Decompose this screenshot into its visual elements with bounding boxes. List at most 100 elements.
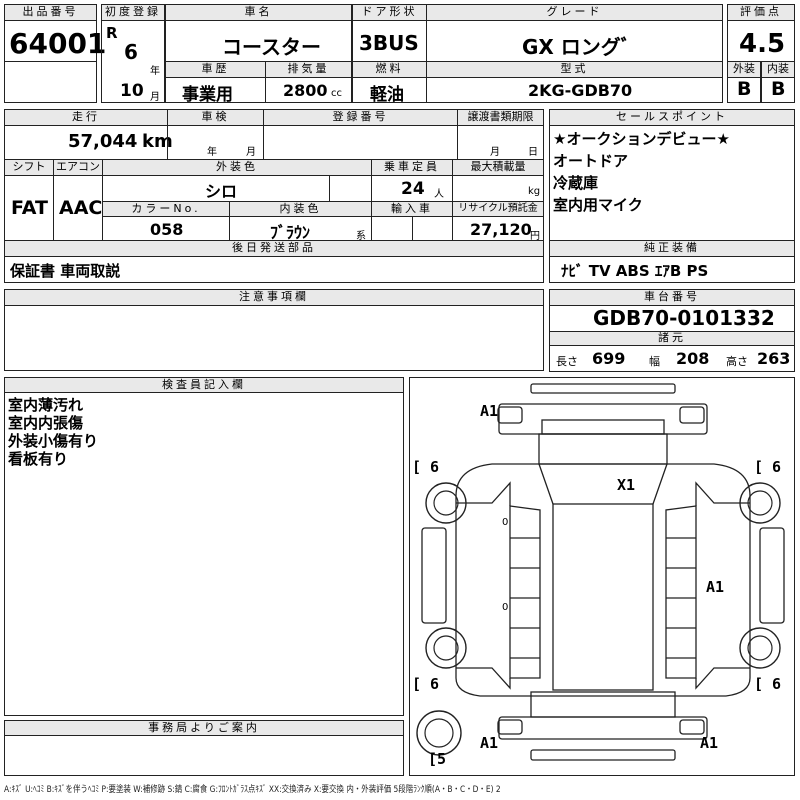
office-label: 事務局よりご案内 [4,720,404,736]
exterior-cell [727,77,761,103]
tire-rear-right-icon [739,627,781,669]
grade-value: GX ロングﾞ [522,35,631,59]
shift-value: FAT [11,197,48,219]
notes-cell [4,305,544,371]
mileage-value: 57,044 [68,131,138,152]
recycle-value: 27,120 [470,220,532,239]
int-color-unit: 系 [356,231,366,242]
sales-item: オートドア [553,152,629,170]
first-registration-cell [101,20,165,103]
grade-label: グレード [426,4,723,21]
int-color-label: 内装色 [229,201,372,217]
mileage-unit: km [142,131,173,152]
length-label: 長さ [556,355,578,368]
tire-front-left-icon [425,482,467,524]
chassis-label: 車台番号 [549,289,795,306]
year-unit: 年 [150,66,160,77]
month-value: 10 [120,81,144,101]
aircon-value: AAC [59,197,103,219]
notes-label: 注意事項欄 [4,289,544,306]
shift-label: シフト [4,159,54,176]
color-no-label: カラーNo. [102,201,230,217]
ext-color-value: シロ [205,182,238,201]
capacity-unit: 人 [434,189,444,200]
equipment-value: ﾅﾋﾞ TV ABS ｴｱB PS [561,262,709,280]
displacement-value: 2800 [283,81,328,100]
height-label: 高さ [726,355,748,368]
inspector-note: 室内薄汚れ [8,396,84,414]
sales-item: 冷蔵庫 [553,174,599,192]
inspector-cell: 室内薄汚れ 室内内張傷 外装小傷有り 看板有り [4,392,404,716]
door-label: ドア形状 [352,4,427,21]
interior-value: B [771,78,786,100]
interior-cell [761,77,795,103]
transfer-month-unit: 月 [490,147,500,158]
car-name-label: 車名 [165,4,352,21]
inspection-month-unit: 月 [246,147,256,158]
spare-tire-icon [416,710,462,756]
width-value: 208 [676,349,710,368]
inspection-label: 車検 [167,109,264,126]
inspector-label: 検査員記入欄 [4,377,404,393]
registration-cell [263,125,458,160]
tire-rear-left-depth: [ 6 [412,675,440,693]
transfer-label: 譲渡書類期限 [457,109,544,126]
inspection-year-unit: 年 [207,147,217,158]
model-label: 型式 [426,61,723,78]
equipment-cell [549,256,795,283]
vehicle-damage-diagram: A1 X1 A1 A1 A1 [ 6 [ 6 [ 6 [ 6 [5 0 0 [409,377,795,776]
capacity-value: 24 [401,179,425,199]
import-cell-a [371,216,413,241]
tire-rear-left-icon [425,627,467,669]
sales-point-label: セールスポイント [549,109,795,126]
bus-outline [421,383,785,761]
inspector-note: 室内内張傷 [8,414,84,432]
chassis-value: GDB70-0101332 [593,306,775,330]
ext-color-label: 外装色 [102,159,372,176]
later-parts-value: 保証書 車両取説 [10,262,121,280]
import-label: 輸入車 [371,201,453,217]
mileage-label: 走行 [4,109,168,126]
color-no-value: 058 [150,220,184,239]
fuel-label: 燃料 [352,61,427,78]
width-label: 幅 [649,355,660,368]
mark-x1-roof: X1 [617,476,636,494]
legend-text: A:ｷｽﾞ U:ﾍｺﾐ B:ｷｽﾞを伴うﾍｺﾐ P:要塗装 W:補修跡 S:錆 … [4,785,501,795]
first-registration-label: 初度登録 [101,4,165,21]
sales-item: ★オークションデビュー★ [553,130,730,148]
month-unit: 月 [150,92,160,103]
model-value: 2KG-GDB70 [528,81,633,100]
length-value: 699 [592,349,626,368]
exterior-label: 外装 [727,61,761,78]
displacement-cell [265,77,352,103]
car-name: コースター [222,35,321,59]
mark-a1-rear-right: A1 [700,734,719,752]
office-cell [4,735,404,776]
mark-a1-right-side: A1 [706,578,725,596]
mark-zero-lower: 0 [502,602,509,613]
ext-color-extra-cell [329,175,372,202]
tire-front-right-icon [739,482,781,524]
history-value: 事業用 [182,85,233,105]
transfer-day-unit: 日 [528,147,538,158]
tire-rear-right-depth: [ 6 [754,675,782,693]
displacement-label: 排気量 [265,61,352,78]
mark-a1-front: A1 [480,402,499,420]
recycle-unit: 円 [530,231,540,242]
aircon-label: エアコン [53,159,103,176]
interior-label: 内装 [761,61,795,78]
sales-point-cell: ★オークションデビュー★ オートドア 冷蔵庫 室内用マイク [549,125,795,241]
tire-front-left-depth: [ 6 [412,458,440,476]
lot-number-label: 出品番号 [4,4,97,21]
later-parts-label: 後日発送部品 [4,240,544,257]
tire-front-right-depth: [ 6 [754,458,782,476]
year-value: 6 [124,40,138,64]
import-cell-b [412,216,453,241]
displacement-unit: cc [331,88,342,99]
max-load-label: 最大積載量 [452,159,544,176]
max-load-unit: kg [528,186,541,197]
height-value: 263 [757,349,791,368]
sales-item: 室内用マイク [553,196,643,214]
spare-tire-depth: [5 [428,750,447,768]
later-parts-cell [4,256,544,283]
